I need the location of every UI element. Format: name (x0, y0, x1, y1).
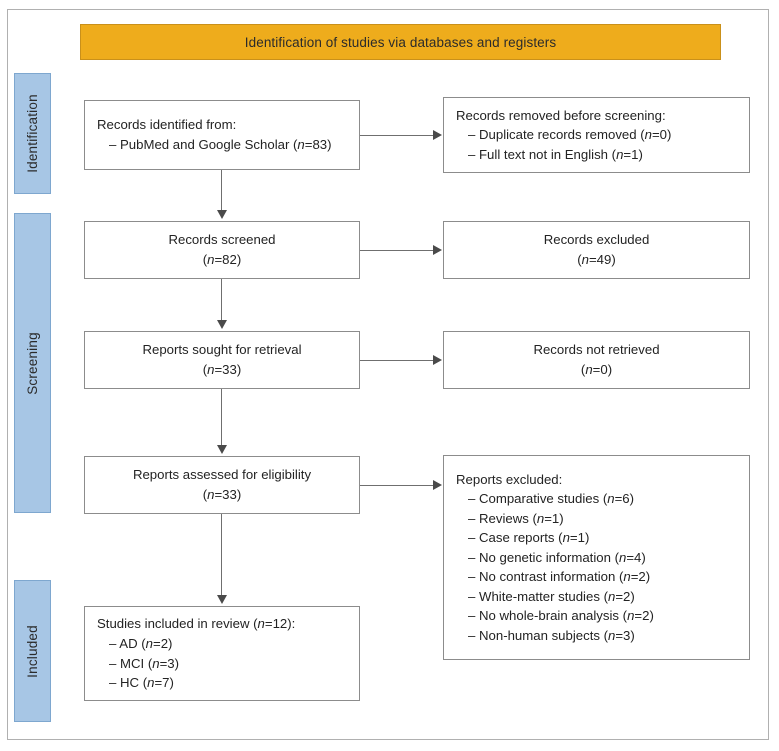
arrowhead-sought-to-not-retrieved (433, 355, 442, 365)
figure-border (7, 9, 769, 740)
records-excluded-title: Records excluded (543, 232, 650, 248)
stage-label-included: Included (25, 624, 41, 678)
records-screened-count: (n=82) (202, 252, 242, 267)
studies-included-item: – HC (n=7) (109, 675, 174, 691)
arrowhead-identified-to-screened (217, 210, 227, 219)
box-records-screened: Records screened (n=82) (84, 221, 360, 279)
reports-assessed-title: Reports assessed for eligibility (132, 467, 312, 483)
studies-included-list: – AD (n=2) – MCI (n=3) – HC (n=7) (97, 634, 359, 693)
arrowhead-screened-to-excluded (433, 245, 442, 255)
records-removed-not-english: – Full text not in English (n=1) (468, 146, 643, 162)
box-records-not-retrieved: Records not retrieved (n=0) (443, 331, 750, 389)
reports-excluded-item: – White-matter studies (n=2) (468, 588, 635, 604)
banner-identification-via-databases: Identification of studies via databases … (80, 24, 721, 60)
box-records-removed-before-screening: Records removed before screening: – Dupl… (443, 97, 750, 173)
stage-bar-included: Included (14, 580, 51, 722)
reports-excluded-item: – Case reports (n=1) (468, 530, 590, 546)
records-not-retrieved-count: (n=0) (580, 362, 613, 377)
arrowhead-assessed-to-included (217, 595, 227, 604)
reports-sought-count: (n=33) (202, 362, 242, 377)
box-records-identified: Records identified from: – PubMed and Go… (84, 100, 360, 170)
stage-bar-identification: Identification (14, 73, 51, 194)
connector-identified-to-removed (360, 135, 434, 136)
connector-sought-to-assessed (221, 389, 222, 447)
connector-assessed-to-reports-excluded (360, 485, 434, 486)
reports-excluded-list: – Comparative studies (n=6) – Reviews (n=… (456, 489, 749, 645)
records-excluded-count: (n=49) (577, 252, 616, 267)
records-not-retrieved-title: Records not retrieved (533, 342, 660, 358)
reports-excluded-heading: Reports excluded: (456, 471, 563, 487)
records-removed-heading: Records removed before screening: (456, 107, 666, 123)
records-identified-source: – PubMed and Google Scholar (n=83) (109, 137, 332, 152)
stage-label-identification: Identification (25, 94, 41, 173)
box-studies-included-in-review: Studies included in review (n=12): – AD … (84, 606, 360, 701)
records-screened-title: Records screened (168, 232, 276, 248)
stage-label-screening: Screening (25, 331, 40, 395)
arrowhead-identified-to-removed (433, 130, 442, 140)
connector-screened-to-sought (221, 279, 222, 322)
arrowhead-assessed-to-reports-excluded (433, 480, 442, 490)
reports-excluded-item: – No contrast information (n=2) (468, 569, 651, 585)
reports-assessed-count: (n=33) (202, 487, 242, 502)
studies-included-item: – AD (n=2) (109, 635, 173, 651)
reports-excluded-item: – Non-human subjects (n=3) (468, 627, 635, 643)
connector-screened-to-excluded (360, 250, 434, 251)
records-removed-duplicates: – Duplicate records removed (n=0) (468, 127, 672, 143)
connector-identified-to-screened (221, 170, 222, 212)
connector-sought-to-not-retrieved (360, 360, 434, 361)
banner-title: Identification of studies via databases … (244, 34, 557, 50)
records-identified-heading: Records identified from: (97, 117, 237, 133)
studies-included-heading: Studies included in review (n=12): (97, 616, 296, 632)
arrowhead-screened-to-sought (217, 320, 227, 329)
box-records-excluded: Records excluded (n=49) (443, 221, 750, 279)
connector-assessed-to-included (221, 514, 222, 597)
box-reports-excluded: Reports excluded: – Comparative studies … (443, 455, 750, 660)
reports-excluded-item: – No whole-brain analysis (n=2) (468, 608, 654, 624)
reports-excluded-item: – Reviews (n=1) (468, 510, 564, 526)
arrowhead-sought-to-assessed (217, 445, 227, 454)
reports-excluded-item: – No genetic information (n=4) (468, 549, 646, 565)
stage-bar-screening: Screening (14, 213, 51, 513)
studies-included-item: – MCI (n=3) (109, 655, 180, 671)
reports-sought-title: Reports sought for retrieval (142, 342, 302, 358)
reports-excluded-item: – Comparative studies (n=6) (468, 491, 635, 507)
box-reports-sought-for-retrieval: Reports sought for retrieval (n=33) (84, 331, 360, 389)
box-reports-assessed-for-eligibility: Reports assessed for eligibility (n=33) (84, 456, 360, 514)
